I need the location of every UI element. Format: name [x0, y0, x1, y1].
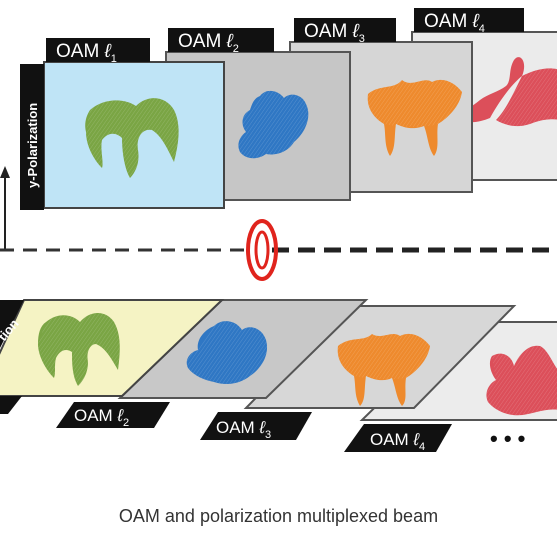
top-label-oam3: [294, 18, 396, 42]
beam-pattern-oam3-top-texture: [367, 79, 462, 127]
bottom-frame-oam3: OAM ℓ3: [200, 305, 517, 441]
beam-pattern-oam4-top-texture: [490, 68, 557, 127]
bottom-frame-oam1: [0, 299, 225, 397]
beam-pattern-oam1-bottom-texture: [38, 313, 120, 386]
beam-pattern-oam2-top-texture: [238, 90, 309, 159]
top-label-oam4: [414, 8, 524, 32]
top-label-oam3-text: OAM ℓ3: [304, 21, 365, 45]
beam-ring-inner: [254, 230, 270, 270]
y-axis-arrow-head: [0, 166, 10, 178]
bottom-label-oam4: [344, 424, 452, 452]
top-label-oam1-text: OAM ℓ1: [56, 41, 117, 65]
top-label-oam4-text: OAM ℓ4: [424, 11, 485, 35]
beam-ring-outer: [246, 219, 278, 281]
top-label-oam2-text: OAM ℓ2: [178, 31, 239, 55]
bottom-label-oam2: [56, 402, 170, 428]
top-label-oam2: [168, 28, 274, 52]
bottom-frame-oam2: OAM ℓ2: [56, 299, 369, 429]
top-label-oam1: [46, 38, 150, 62]
bottom-label-oam3-text: OAM ℓ3: [216, 418, 271, 441]
y-polarization-tab: [20, 64, 44, 210]
x-polarization-tab: [0, 300, 24, 348]
ellipsis-more-modes: • • •: [490, 426, 525, 451]
bottom-label-oam1-partial: [0, 396, 22, 414]
beam-pattern-oam4-bottom-texture: [486, 345, 557, 416]
figure-caption: OAM and polarization multiplexed beam: [118, 506, 439, 526]
y-polarization-label: y-Polarization: [25, 103, 40, 188]
top-frame-oam1: OAM ℓ1: [43, 38, 225, 209]
bottom-label-oam3: [200, 412, 312, 440]
beam-pattern-oam1-top-texture: [86, 98, 179, 178]
bottom-label-oam2-text: OAM ℓ2: [74, 406, 129, 429]
beam-pattern-oam3-bottom-texture: [337, 333, 430, 380]
beam-pattern-oam2-bottom-texture: [186, 321, 268, 384]
bottom-label-oam4-text: OAM ℓ4: [370, 430, 425, 453]
